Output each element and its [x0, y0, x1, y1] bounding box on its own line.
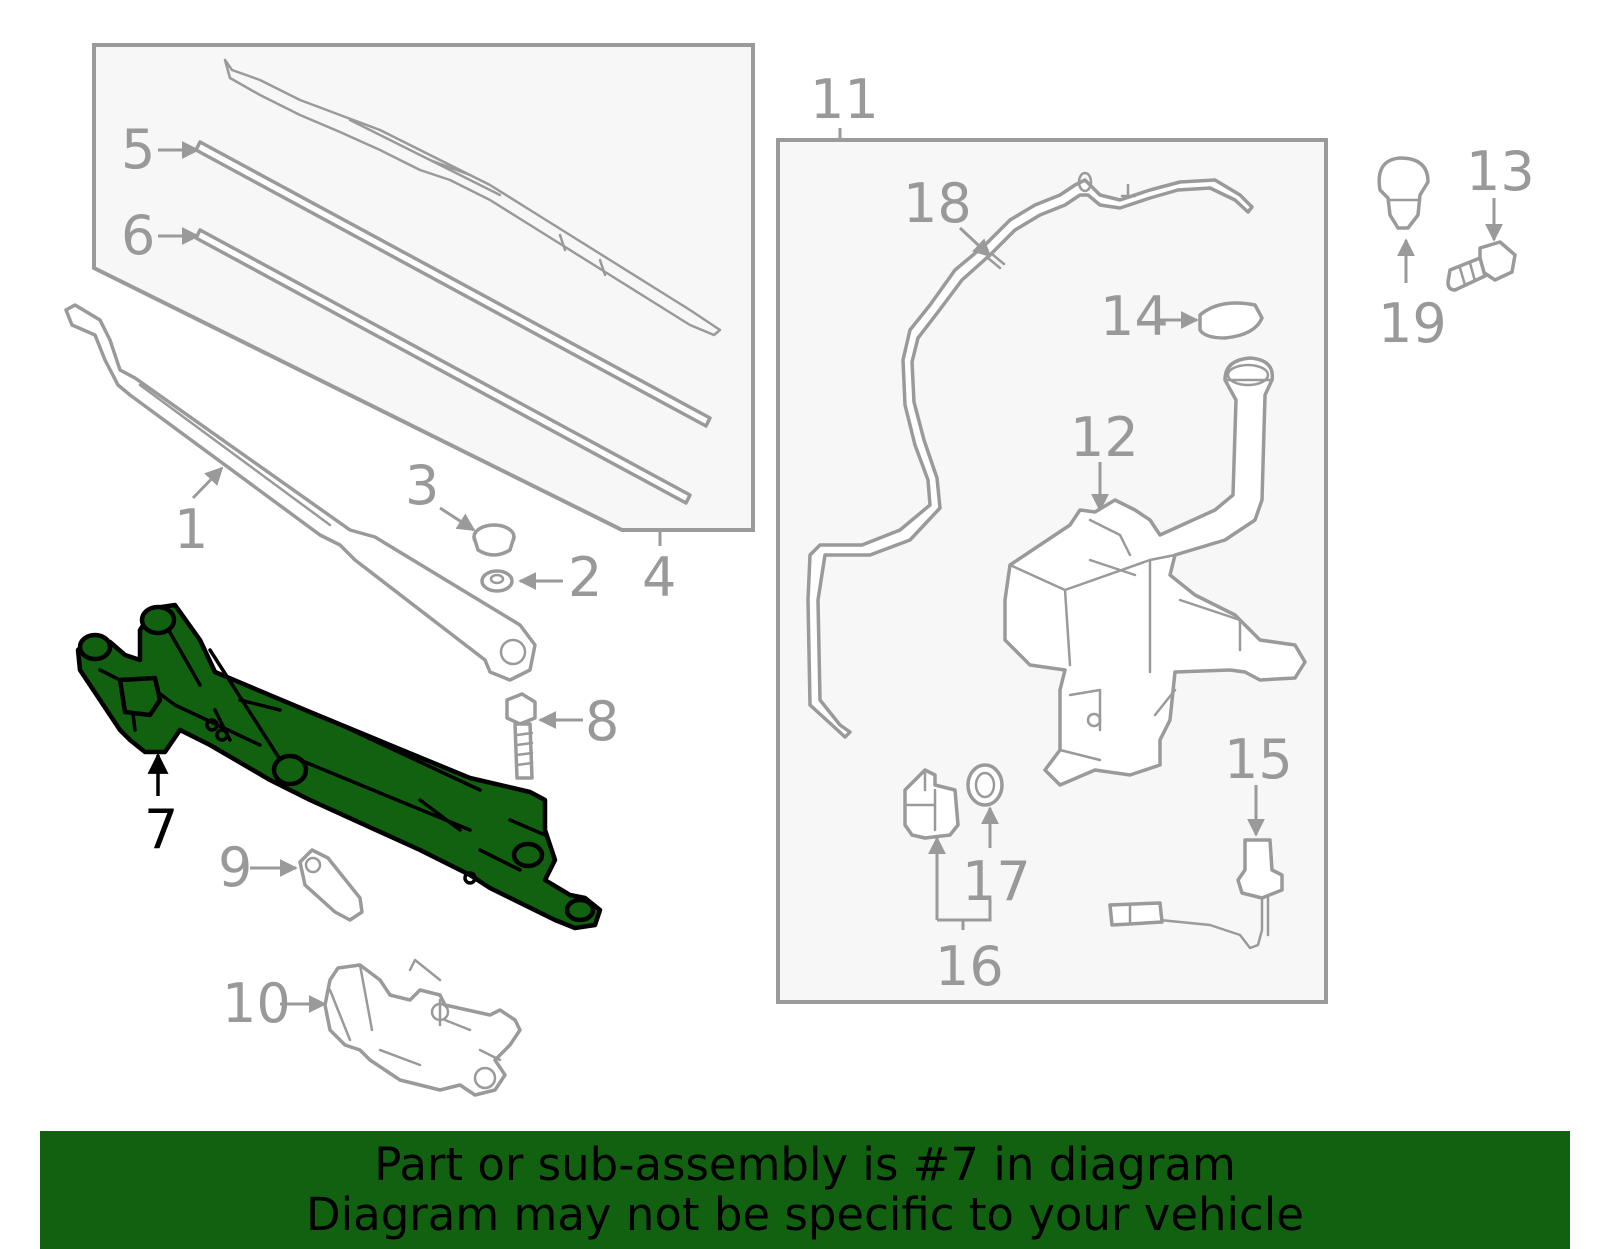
level-sensor-part[interactable] [1108, 838, 1284, 950]
wiper-blade-part[interactable] [223, 58, 722, 337]
callout-1[interactable]: 1 [174, 498, 208, 561]
callout-2[interactable]: 2 [568, 546, 602, 609]
washer-reservoir-part[interactable] [1003, 356, 1307, 787]
callout-3[interactable]: 3 [405, 454, 439, 517]
bolt-part[interactable] [505, 692, 537, 780]
pump-grommet-part[interactable] [966, 763, 1004, 807]
callout-labels: 1 2 3 4 5 6 7 8 9 10 11 12 13 14 15 16 1… [121, 68, 1535, 1035]
callout-17[interactable]: 17 [962, 850, 1031, 913]
washer-nozzle-part[interactable] [1377, 156, 1430, 230]
callout-16[interactable]: 16 [935, 935, 1004, 998]
nut-part[interactable] [480, 569, 514, 593]
washer-system-box [776, 138, 1328, 1004]
callout-9[interactable]: 9 [218, 836, 252, 899]
callout-6[interactable]: 6 [121, 204, 155, 267]
linkage-bracket-part[interactable] [298, 848, 364, 922]
callout-18[interactable]: 18 [903, 172, 972, 235]
callout-4[interactable]: 4 [642, 546, 676, 609]
wiper-blade-box [92, 43, 755, 532]
callout-7[interactable]: 7 [144, 798, 178, 861]
washer-pump-part[interactable] [903, 768, 960, 840]
callout-5[interactable]: 5 [121, 118, 155, 181]
info-banner: Part or sub-assembly is #7 in diagram Di… [40, 1131, 1570, 1249]
banner-line-disclaimer: Diagram may not be specific to your vehi… [306, 1188, 1304, 1241]
reservoir-cap-part[interactable] [1198, 301, 1264, 340]
callout-8[interactable]: 8 [585, 690, 619, 753]
wiper-motor-part[interactable] [323, 958, 522, 1097]
wiper-arm-part[interactable] [64, 303, 537, 682]
screw-part[interactable] [1446, 240, 1517, 292]
washer-hose-part[interactable] [806, 178, 1254, 739]
callout-10[interactable]: 10 [222, 972, 291, 1035]
callout-14[interactable]: 14 [1100, 285, 1169, 348]
callout-15[interactable]: 15 [1224, 728, 1293, 791]
callout-13[interactable]: 13 [1466, 140, 1535, 203]
callout-leaders [147, 128, 1503, 1013]
nut-cap-part[interactable] [472, 523, 516, 557]
banner-line-part-reference: Part or sub-assembly is #7 in diagram [374, 1138, 1236, 1191]
wiper-linkage-part-7[interactable] [75, 602, 603, 931]
callout-12[interactable]: 12 [1070, 406, 1139, 469]
callout-19[interactable]: 19 [1378, 292, 1447, 355]
callout-11[interactable]: 11 [810, 68, 879, 131]
